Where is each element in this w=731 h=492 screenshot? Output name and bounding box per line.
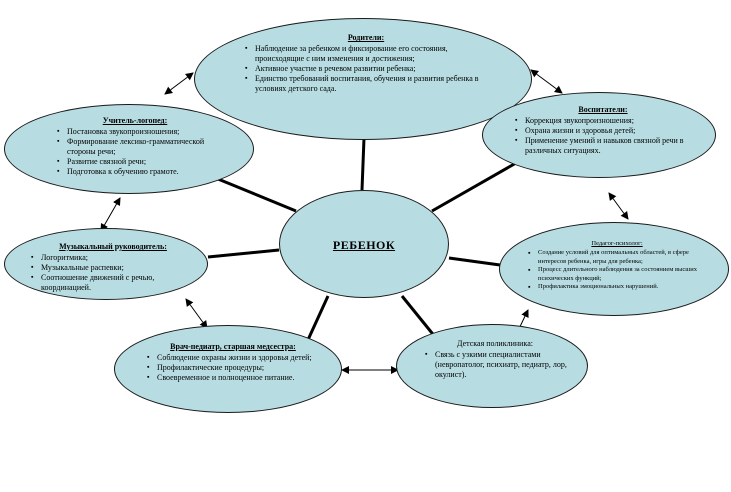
arrow-educators-psychologist xyxy=(608,192,629,220)
list-item: Подготовка к обучению грамоте. xyxy=(55,167,215,177)
list-item: Охрана жизни и здоровья детей; xyxy=(513,126,693,136)
list-item: Логоритмика; xyxy=(29,253,197,263)
clinic-list: Связь с узкими специалистами (невропатол… xyxy=(423,350,567,380)
parents-title: Родители: xyxy=(347,33,385,42)
center-node: РЕБЕНОК xyxy=(279,190,449,298)
list-item: Связь с узкими специалистами (невропатол… xyxy=(423,350,567,380)
spoke-music-director xyxy=(207,248,280,259)
list-item: Своевременное и полноценное питание. xyxy=(145,373,321,383)
list-item: Постановка звукопроизношения; xyxy=(55,127,215,137)
music-director-list: Логоритмика; Музыкальные распевки; Соотн… xyxy=(29,253,197,293)
list-item: Создание условий для оптимальных областе… xyxy=(526,249,708,266)
list-item: Активное участие в речевом развитии ребе… xyxy=(243,64,489,74)
spoke-educators xyxy=(431,157,524,213)
psychologist-list: Создание условий для оптимальных областе… xyxy=(526,249,708,293)
clinic-node: Детская поликлиника: Связь с узкими спец… xyxy=(396,324,588,408)
list-item: Развитие связной речи; xyxy=(55,157,215,167)
nurse-node: Врач-педиатр, старшая медсестра: Соблюде… xyxy=(114,325,342,413)
educators-node: Воспитатели: Коррекция звукопроизношения… xyxy=(482,92,716,178)
arrow-speech-music xyxy=(100,197,121,232)
educators-title: Воспитатели: xyxy=(578,105,628,114)
music-director-title: Музыкальный руководитель: xyxy=(59,242,167,251)
psychologist-node: Педагог-психолог: Создание условий для о… xyxy=(499,222,729,316)
list-item: Профилактические процедуры; xyxy=(145,363,321,373)
arrow-speech-parents xyxy=(164,72,194,95)
spoke-clinic xyxy=(400,295,438,339)
list-item: Единство требований воспитания, обучения… xyxy=(243,74,489,94)
nurse-list: Соблюдение охраны жизни и здоровья детей… xyxy=(145,353,321,383)
parents-node: Родители: Наблюдение за ребенком и фикси… xyxy=(194,18,532,140)
psychologist-title: Педагог-психолог: xyxy=(591,240,643,247)
list-item: Коррекция звукопроизношения; xyxy=(513,116,693,126)
list-item: Наблюдение за ребенком и фиксирование ег… xyxy=(243,44,489,64)
list-item: Музыкальные распевки; xyxy=(29,263,197,273)
speech-teacher-node: Учитель-логопед: Постановка звукопроизно… xyxy=(4,104,254,194)
spoke-psychologist xyxy=(448,256,501,267)
arrow-parents-educators xyxy=(530,69,563,94)
nurse-title: Врач-педиатр, старшая медсестра: xyxy=(170,342,296,351)
educators-list: Коррекция звукопроизношения; Охрана жизн… xyxy=(513,116,693,156)
speech-teacher-list: Постановка звукопроизношения; Формирован… xyxy=(55,127,215,177)
spoke-nurse xyxy=(305,295,330,343)
spoke-parents xyxy=(360,137,366,191)
center-label: РЕБЕНОК xyxy=(332,238,396,252)
list-item: Формирование лексико-грамматической стор… xyxy=(55,137,215,157)
speech-teacher-title: Учитель-логопед: xyxy=(102,116,168,125)
arrow-music-nurse xyxy=(185,298,208,329)
list-item: Применение умений и навыков связной речи… xyxy=(513,136,693,156)
music-director-node: Музыкальный руководитель: Логоритмика; М… xyxy=(4,228,208,300)
list-item: Соотношение движений с речью, координаци… xyxy=(29,273,197,293)
spoke-speech-teacher xyxy=(217,177,297,213)
list-item: Соблюдение охраны жизни и здоровья детей… xyxy=(145,353,321,363)
parents-list: Наблюдение за ребенком и фиксирование ег… xyxy=(243,44,489,94)
list-item: Процесс длительного наблюдения за состоя… xyxy=(526,266,708,283)
clinic-title: Детская поликлиника: xyxy=(457,339,533,348)
list-item: Профилактика эмоциональных нарушений. xyxy=(526,283,708,293)
